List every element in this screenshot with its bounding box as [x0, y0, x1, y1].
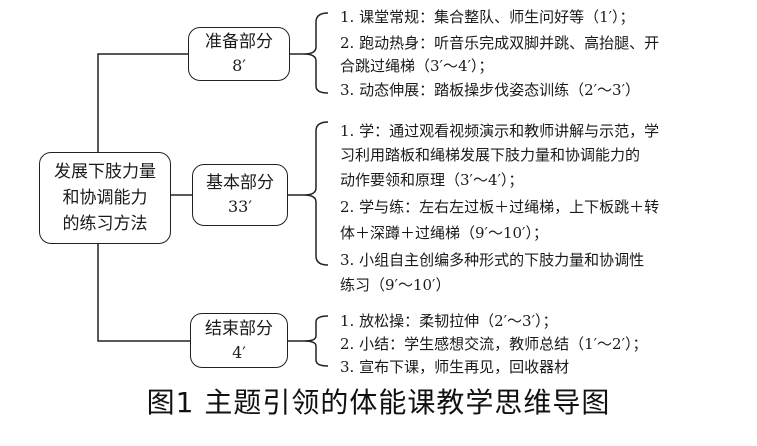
connector-root-prep	[97, 53, 188, 152]
connector-root-end	[97, 244, 190, 342]
root-label: 发展下肢力量 和协调能力 的练习方法	[54, 162, 156, 234]
section-duration: 33′	[228, 197, 252, 216]
item-line: 练习（9′～10′）	[340, 276, 451, 294]
section-title: 基本部分	[206, 173, 274, 193]
section-node-basic: 基本部分 33′	[192, 164, 288, 226]
item-line: 3. 宣布下课，师生再见，回收器材	[340, 358, 570, 376]
figure-caption: 图1 主题引领的体能课教学思维导图	[146, 386, 611, 419]
item-line: 合跳过绳梯（3′～4′）；	[340, 57, 494, 75]
section-node-prep: 准备部分 8′	[188, 27, 290, 81]
section-title: 结束部分	[205, 318, 273, 339]
item-line: 体＋深蹲＋过绳梯（9′～10′）；	[340, 224, 548, 242]
item-line: 3. 小组自主创编多种形式的下肢力量和协调性	[340, 251, 645, 269]
item-line: 动作要领和原理（3′～4′）；	[340, 171, 524, 189]
item-line: 1. 学：通过观看视频演示和教师讲解与示范，学	[340, 122, 660, 140]
bracket-end	[303, 315, 329, 367]
item-line: 2. 小结：学生感想交流，教师总结（1′～2′）；	[340, 335, 648, 353]
section-title: 准备部分	[205, 32, 273, 52]
section-duration: 4′	[232, 342, 246, 362]
item-line: 习利用踏板和绳梯发展下肢力量和协调能力的	[340, 146, 641, 164]
item-line: 3. 动态伸展：踏板操步伐姿态训练（2′～3′）	[340, 81, 640, 99]
item-line: 1. 课堂常规：集合整队、师生问好等（1′）；	[340, 8, 635, 26]
bracket-basic	[303, 121, 329, 266]
section-node-end: 结束部分 4′	[190, 313, 288, 368]
item-line: 2. 学与练：左右左过板＋过绳梯，上下板跳＋转	[340, 198, 660, 216]
item-line: 1. 放松操：柔韧拉伸（2′～3′）；	[340, 312, 558, 330]
root-node: 发展下肢力量 和协调能力 的练习方法	[39, 152, 171, 244]
section-duration: 8′	[232, 56, 246, 75]
bracket-prep	[303, 12, 329, 94]
item-line: 2. 跑动热身：听音乐完成双脚并跳、高抬腿、开	[340, 34, 660, 52]
